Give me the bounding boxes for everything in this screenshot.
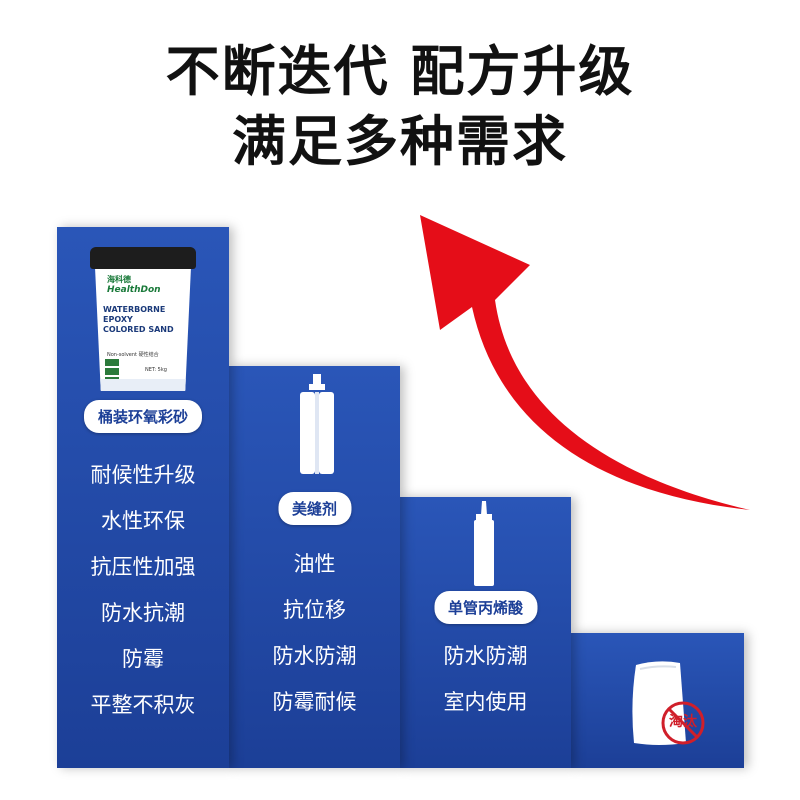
bucket-label-line1: WATERBORNE	[103, 305, 166, 314]
feature-item: 防水防潮	[443, 644, 528, 668]
step-obsolete-cement: 淘汰	[571, 633, 744, 768]
obsolete-badge: 淘汰	[669, 714, 697, 730]
bucket-brand: 海科德 HealthDon	[107, 275, 161, 295]
single-tube-icon	[474, 501, 494, 586]
bucket-label-line2: EPOXY	[103, 315, 133, 324]
step-label: 桶装环氧彩砂	[83, 400, 203, 433]
feature-item: 平整不积灰	[90, 693, 196, 717]
feature-item: 水性环保	[101, 509, 185, 533]
bucket-net: NET: 5kg	[145, 367, 167, 373]
bucket-badge-1	[105, 359, 119, 366]
headline-line-1: 不断迭代 配方升级	[165, 40, 635, 103]
upward-arrow-icon	[420, 215, 750, 510]
bucket-body: 海科德 HealthDon WATERBORNE EPOXY COLORED S…	[95, 267, 191, 391]
bucket-image: 海科德 HealthDon WATERBORNE EPOXY COLORED S…	[90, 247, 196, 393]
feature-item: 抗位移	[283, 598, 346, 622]
step-label: 美缝剂	[277, 492, 352, 525]
feature-item: 防霉	[122, 647, 164, 671]
feature-item: 油性	[293, 552, 336, 576]
bucket-brand-en: HealthDon	[107, 285, 161, 295]
bucket-label: WATERBORNE EPOXY COLORED SAND	[103, 305, 189, 335]
step-epoxy-bucket: 海科德 HealthDon WATERBORNE EPOXY COLORED S…	[57, 227, 229, 768]
feature-item: 耐候性升级	[90, 463, 196, 487]
feature-item: 防水防潮	[272, 644, 357, 668]
step-label: 单管丙烯酸	[433, 591, 538, 624]
step-grout: 美缝剂 油性 抗位移 防水防潮 防霉耐候	[229, 366, 400, 768]
headline-line-2: 满足多种需求	[232, 110, 568, 173]
feature-item: 室内使用	[443, 690, 528, 714]
feature-item: 防水抗潮	[101, 601, 185, 625]
bucket-subtext: Non-solvent 硬性结合	[107, 352, 159, 358]
cement-bag-icon	[632, 661, 686, 745]
ban-icon	[661, 701, 705, 745]
dual-cartridge-icon	[300, 374, 334, 474]
step-acrylic-tube: 单管丙烯酸 防水防潮 室内使用	[400, 497, 571, 768]
bucket-badge-2	[105, 368, 119, 375]
bucket-lid	[90, 247, 196, 269]
feature-item: 防霉耐候	[272, 690, 357, 714]
bucket-label-line3: COLORED SAND	[103, 325, 174, 334]
bucket-band	[95, 379, 191, 391]
bucket-brand-cn: 海科德	[107, 275, 131, 284]
feature-item: 抗压性加强	[90, 555, 196, 579]
